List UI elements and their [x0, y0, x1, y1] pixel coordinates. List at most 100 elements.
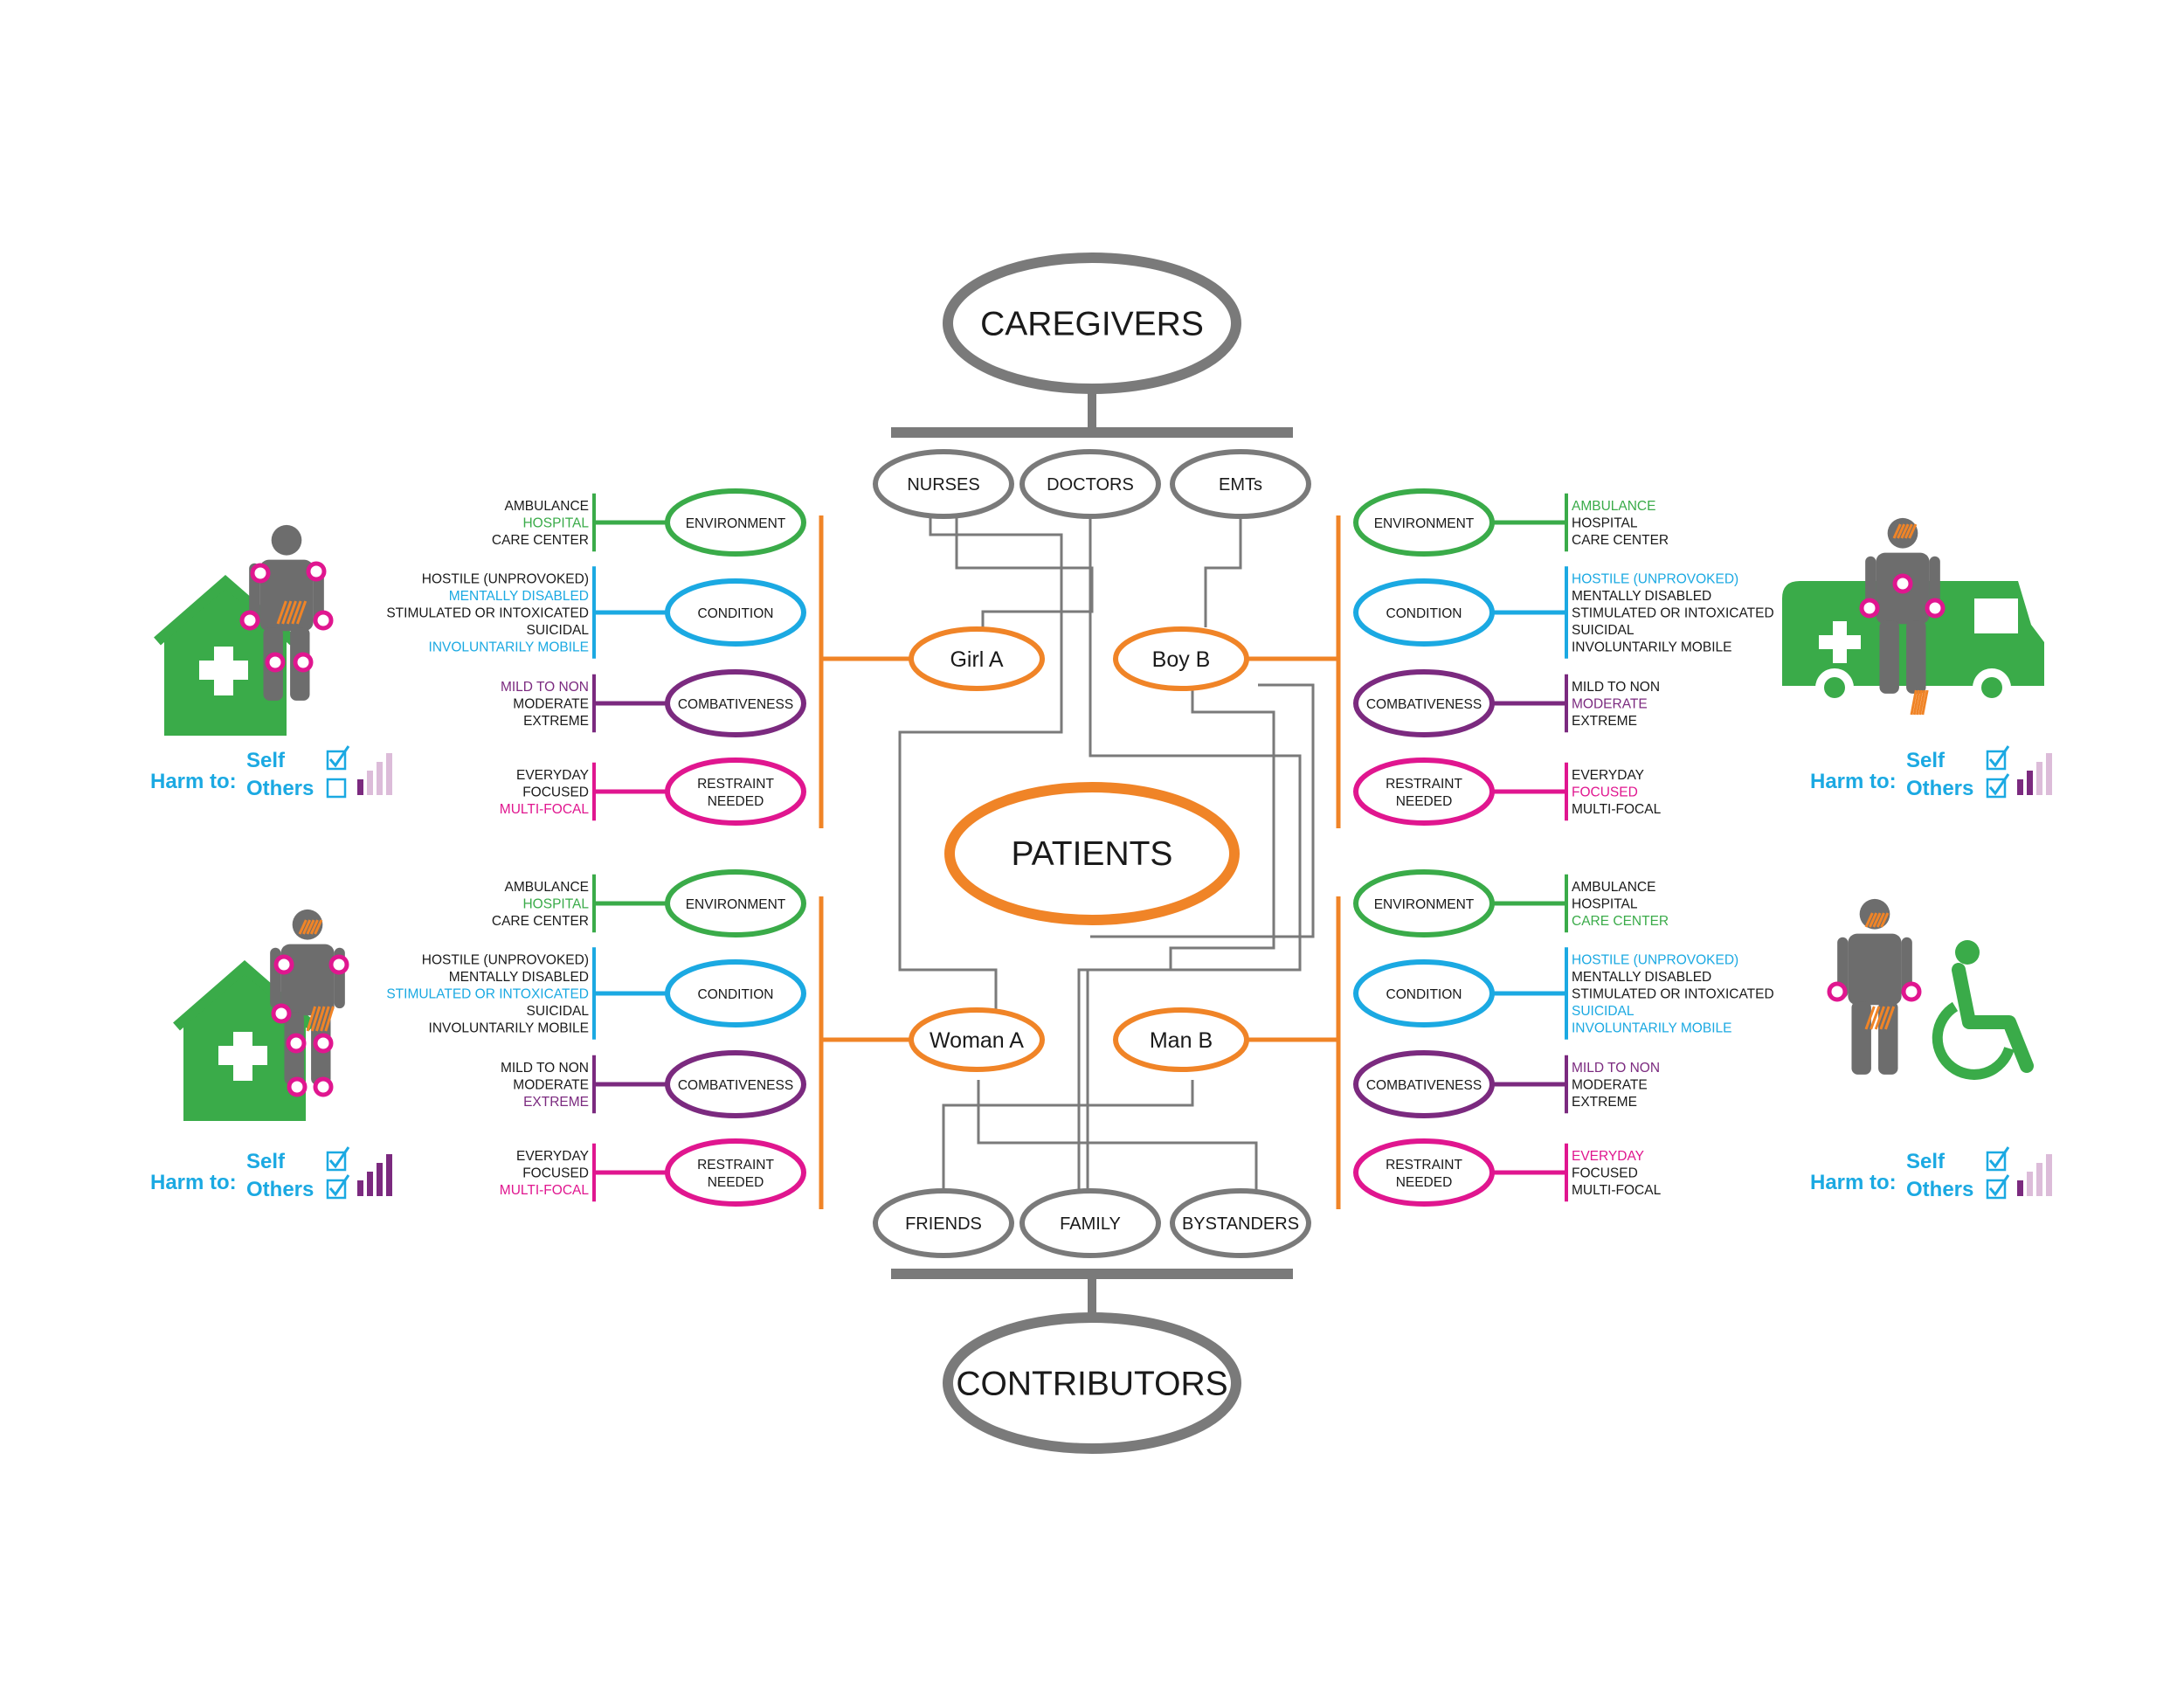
- hatch-line: [1921, 689, 1929, 716]
- joint-restraint-ring: [306, 561, 327, 582]
- hatch-line: [306, 919, 315, 935]
- severity-bar: [386, 753, 392, 795]
- restraint-category-oval: [1353, 758, 1495, 826]
- hatch-line: [1864, 1006, 1876, 1030]
- environment-option: AMBULANCE: [1572, 880, 1655, 895]
- restraint-option: FOCUSED: [522, 1166, 589, 1180]
- caregivers-hub-label: CAREGIVERS: [980, 306, 1204, 343]
- harm-label: Harm to:: [150, 1171, 237, 1194]
- cross-v: [1833, 621, 1847, 663]
- restraint-option: EVERYDAY: [1572, 1149, 1644, 1164]
- restraint-option: FOCUSED: [1572, 785, 1638, 799]
- hatch-line: [302, 919, 312, 935]
- environment-option: AMBULANCE: [505, 880, 589, 895]
- harm-label: Harm to:: [150, 770, 237, 793]
- condition-option: HOSTILE (UNPROVOKED): [1572, 952, 1738, 967]
- caregiver-emts-label: EMTs: [1219, 475, 1262, 495]
- check-mark: [1988, 1174, 2010, 1197]
- condition-option: MENTALLY DISABLED: [1572, 589, 1711, 604]
- wheelchair-frame: [1952, 963, 2034, 1073]
- left-leg: [1851, 1001, 1871, 1075]
- restraint-option: MULTI-FOCAL: [1572, 802, 1662, 817]
- left-leg: [1879, 620, 1899, 694]
- condition-option: STIMULATED OR INTOXICATED: [1572, 605, 1774, 620]
- severity-bar: [377, 1163, 383, 1196]
- check-mark: [328, 745, 350, 768]
- hatch-line: [1915, 689, 1924, 716]
- restraint-option: MULTI-FOCAL: [1572, 1183, 1662, 1198]
- hatch-line: [1876, 912, 1885, 928]
- hatch-line: [295, 600, 308, 625]
- connector-line-1: [898, 516, 1063, 1018]
- connector-line-6: [1090, 683, 1315, 938]
- hatch-line: [281, 600, 293, 625]
- contributor-friends-oval: [873, 1188, 1014, 1258]
- joint-restraint-ring: [1892, 573, 1913, 594]
- harm-self-label: Self: [1906, 1150, 1946, 1173]
- cross-post: [214, 647, 233, 695]
- connector-line-8: [977, 1080, 1258, 1191]
- restraint-category-oval: [1353, 1138, 1495, 1207]
- joint-restraint-ring: [239, 610, 260, 631]
- torso: [1848, 933, 1902, 1006]
- severity-bar: [2027, 1172, 2033, 1196]
- combativeness-option: EXTREME: [523, 1095, 589, 1110]
- wheelchair-icon: [1932, 940, 2034, 1080]
- check-mark: [328, 1174, 350, 1197]
- wheel: [1824, 677, 1845, 698]
- connector-line-4: [1204, 516, 1242, 627]
- environment-option: HOSPITAL: [522, 515, 589, 530]
- environment-option: CARE CENTER: [492, 533, 589, 548]
- condition-option: INVOLUNTARILY MOBILE: [429, 1020, 589, 1035]
- joint-restraint-ring: [328, 954, 349, 975]
- hatch-line: [1864, 912, 1874, 928]
- hatch-line: [286, 600, 297, 625]
- harm-others-label: Others: [1906, 777, 1973, 800]
- caregiver-doctors-oval: [1019, 449, 1161, 519]
- joint-restraint-ring: [273, 954, 294, 975]
- restraint-category-label-1: RESTRAINT: [697, 777, 774, 792]
- joint-restraint-ring: [313, 610, 334, 631]
- condition-option: SUICIDAL: [1572, 623, 1635, 638]
- patient-node-label: Girl A: [950, 647, 1003, 672]
- restraint-category-label-2: NEEDED: [1396, 1175, 1453, 1190]
- check-mark: [1988, 1146, 2010, 1169]
- hatch-line: [1900, 523, 1910, 539]
- restraint-category-label-2: NEEDED: [708, 794, 764, 809]
- hatch-line: [324, 1006, 335, 1032]
- hatch-line: [309, 919, 319, 935]
- restraint-category-label-1: RESTRAINT: [1386, 777, 1462, 792]
- hatch-line: [1897, 523, 1906, 539]
- condition-option: INVOLUNTARILY MOBILE: [1572, 1020, 1731, 1035]
- environment-category-label: ENVIRONMENT: [1374, 516, 1475, 531]
- hatch-line: [1879, 1006, 1890, 1030]
- patient-panels: Girl A ENVIRONMENT AMBULANCE HOSPITAL CARE C…: [386, 488, 1774, 1209]
- hatch-line: [1918, 689, 1926, 716]
- connector-line-2: [955, 516, 1094, 633]
- environment-option: CARE CENTER: [492, 914, 589, 929]
- contributors-hub-label: CONTRIBUTORS: [956, 1366, 1227, 1403]
- hatch-line: [1880, 912, 1890, 928]
- patient-figure: [1837, 898, 1912, 1075]
- environment-option: CARE CENTER: [1572, 914, 1669, 929]
- condition-option: STIMULATED OR INTOXICATED: [1572, 986, 1774, 1001]
- hatch-line: [1904, 523, 1913, 539]
- hatch-line: [310, 1006, 321, 1032]
- injury-hatch: [306, 1006, 335, 1032]
- joint-restraint-ring: [313, 1033, 334, 1054]
- hatch-line: [1912, 689, 1921, 716]
- severity-bar: [2046, 1154, 2052, 1196]
- patients-hub-oval: [944, 782, 1240, 925]
- severity-bar: [367, 1172, 373, 1196]
- joint-restraint-ring: [1827, 981, 1848, 1002]
- combativeness-option: MODERATE: [513, 696, 589, 711]
